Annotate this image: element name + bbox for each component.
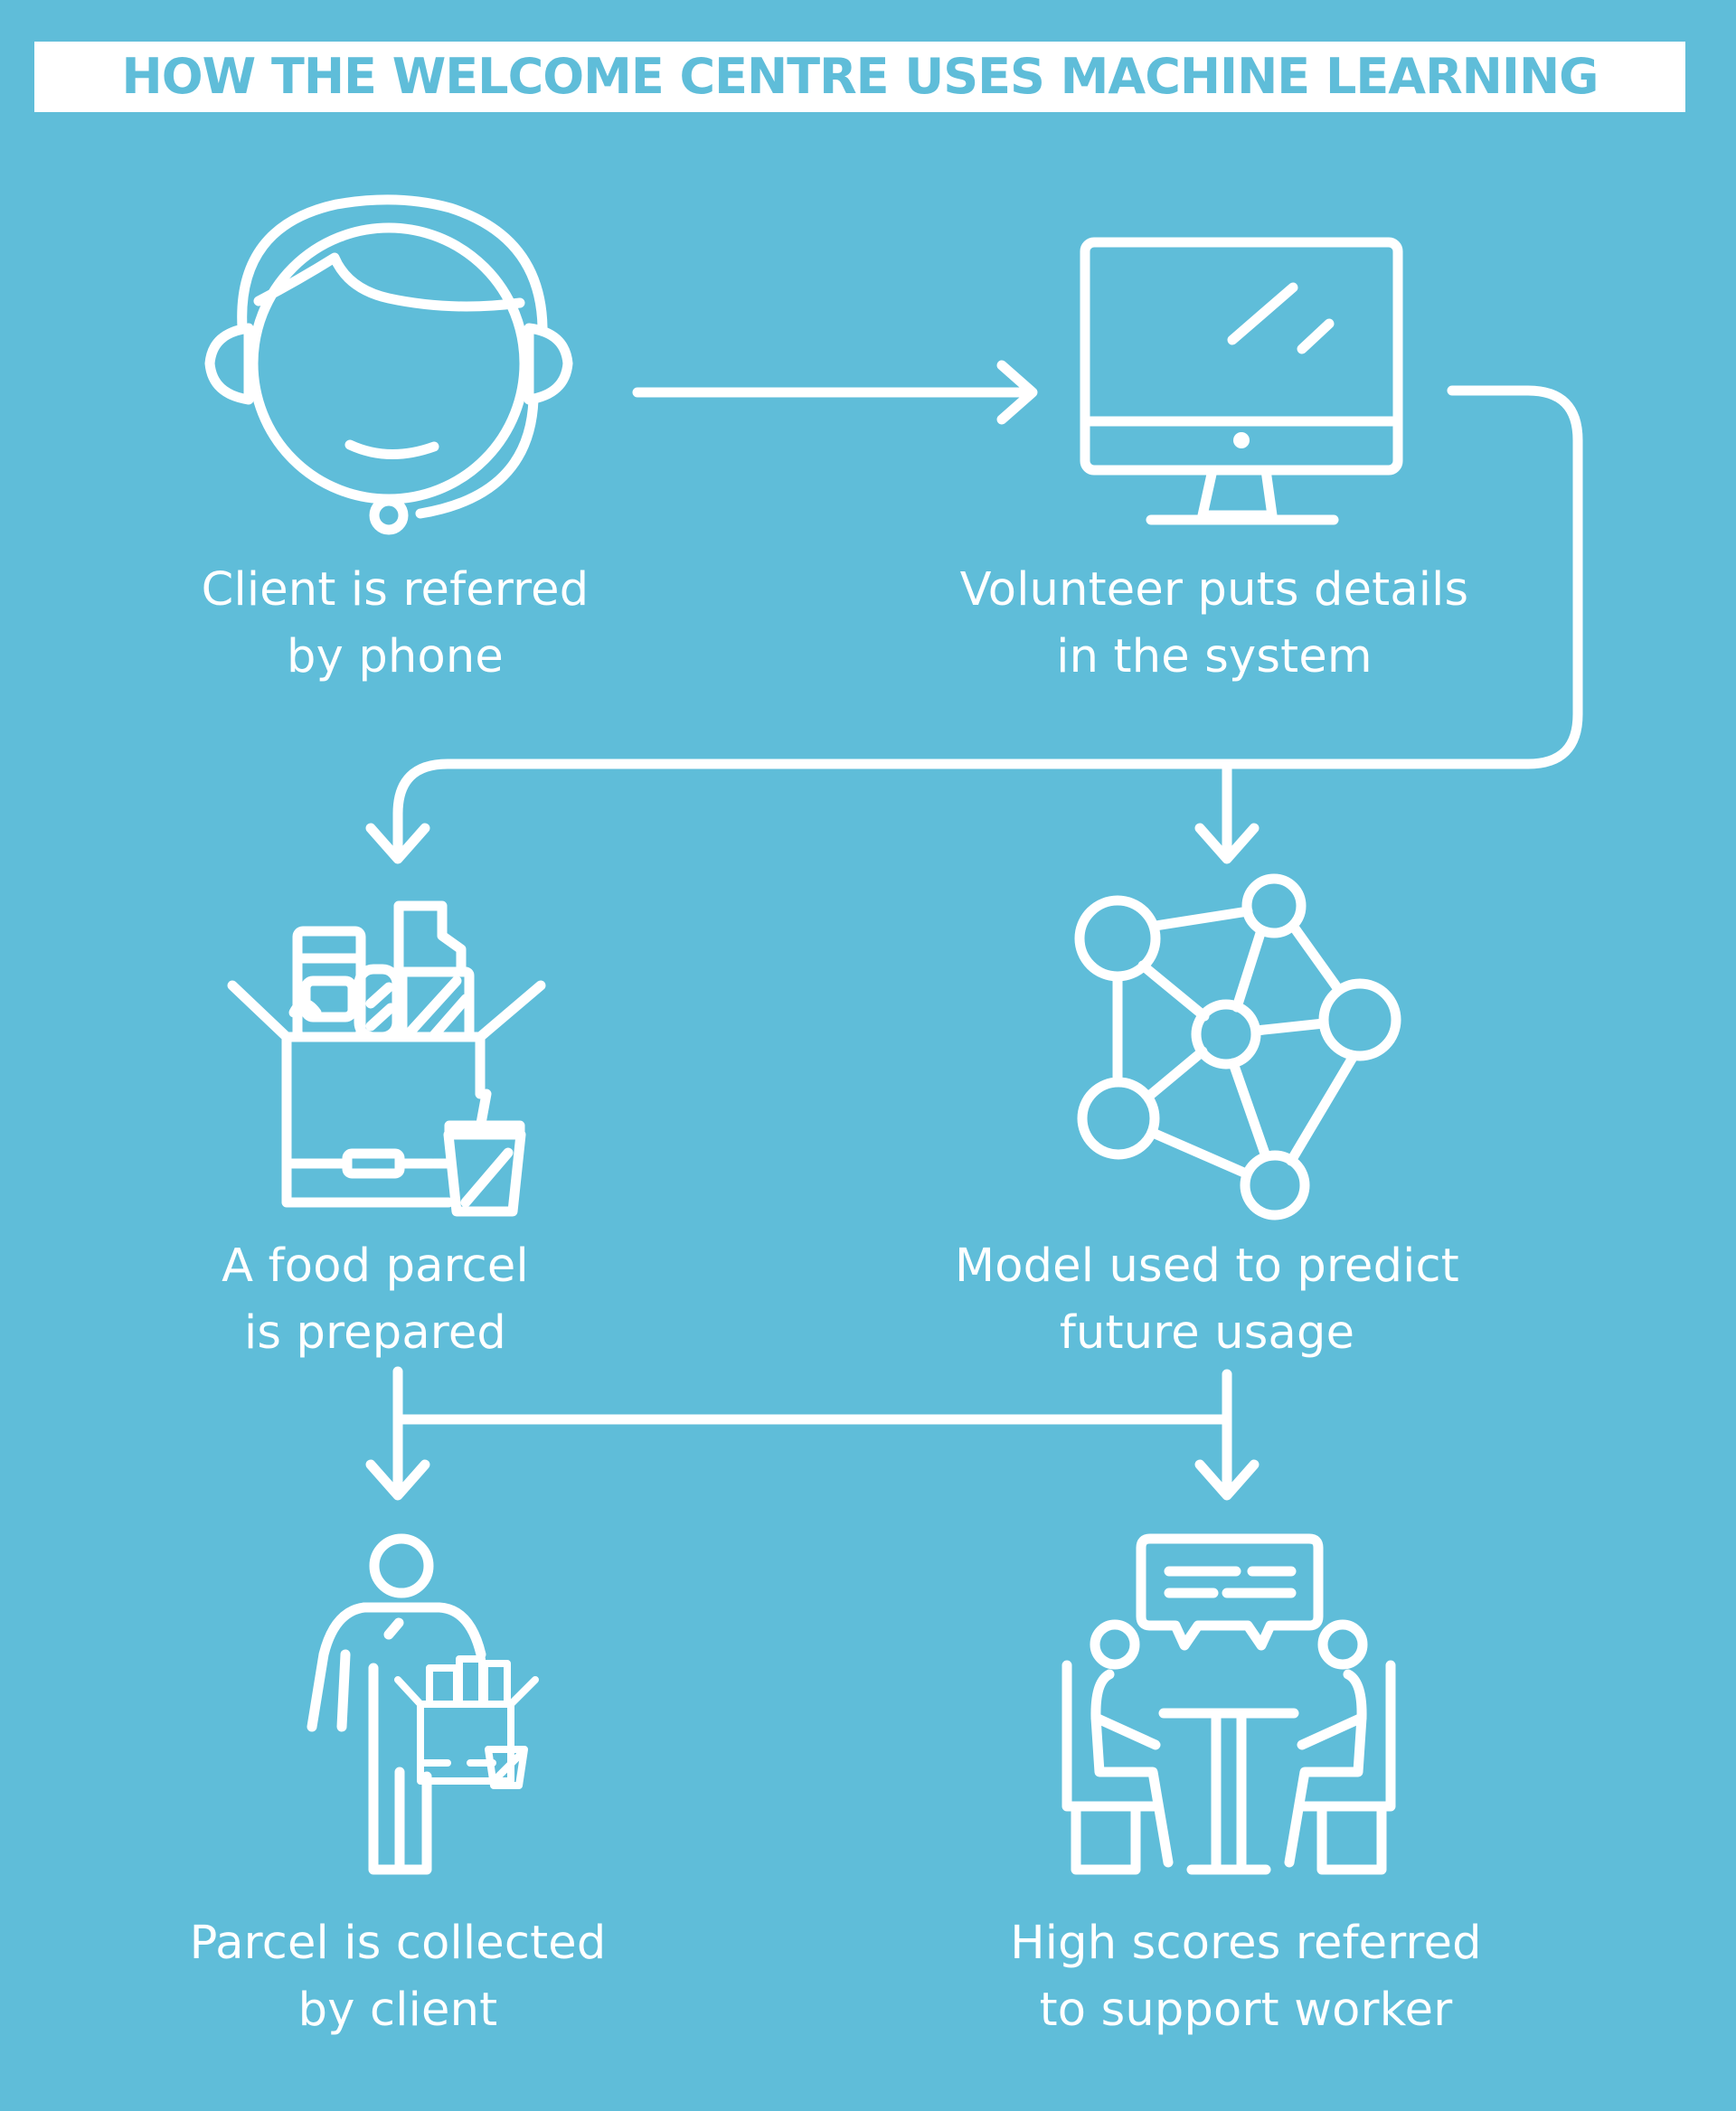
title-banner: HOW THE WELCOME CENTRE USES MACHINE LEAR…	[34, 42, 1685, 112]
caption-line: to support worker	[1039, 1984, 1453, 2037]
step-caption-model-predict: Model used to predict future usage	[882, 1233, 1533, 1367]
connector-to-bottom-row	[365, 1366, 1260, 1501]
caption-line: High scores referred	[1010, 1917, 1482, 1970]
caption-line: A food parcel	[222, 1239, 529, 1293]
step-caption-food-parcel: A food parcel is prepared	[50, 1233, 701, 1367]
caption-line: in the system	[1056, 630, 1373, 683]
headset-agent-icon	[204, 194, 573, 535]
arrow-phone-to-computer	[632, 360, 1038, 425]
step-caption-client-referred: Client is referred by phone	[70, 557, 721, 691]
caption-line: Model used to predict	[955, 1239, 1459, 1293]
desktop-monitor-icon	[1080, 237, 1403, 525]
network-model-icon	[1074, 873, 1401, 1220]
step-caption-parcel-collected: Parcel is collected by client	[72, 1910, 723, 2044]
caption-line: by phone	[287, 630, 504, 683]
caption-line: by client	[297, 1984, 498, 2037]
connector-computer-to-split	[365, 385, 1583, 864]
page-title: HOW THE WELCOME CENTRE USES MACHINE LEAR…	[121, 48, 1599, 105]
step-caption-high-scores: High scores referred to support worker	[920, 1910, 1571, 2044]
caption-line: Parcel is collected	[189, 1917, 607, 1970]
meeting-conversation-icon	[1061, 1533, 1396, 1875]
food-box-icon	[227, 900, 546, 1217]
caption-line: future usage	[1059, 1306, 1355, 1360]
person-carrying-parcel-icon	[307, 1533, 539, 1875]
step-caption-volunteer-details: Volunteer puts details in the system	[889, 557, 1540, 691]
caption-line: Volunteer puts details	[959, 563, 1469, 617]
caption-line: is prepared	[244, 1306, 506, 1360]
flow-connectors	[365, 360, 1583, 1501]
caption-line: Client is referred	[201, 563, 590, 617]
